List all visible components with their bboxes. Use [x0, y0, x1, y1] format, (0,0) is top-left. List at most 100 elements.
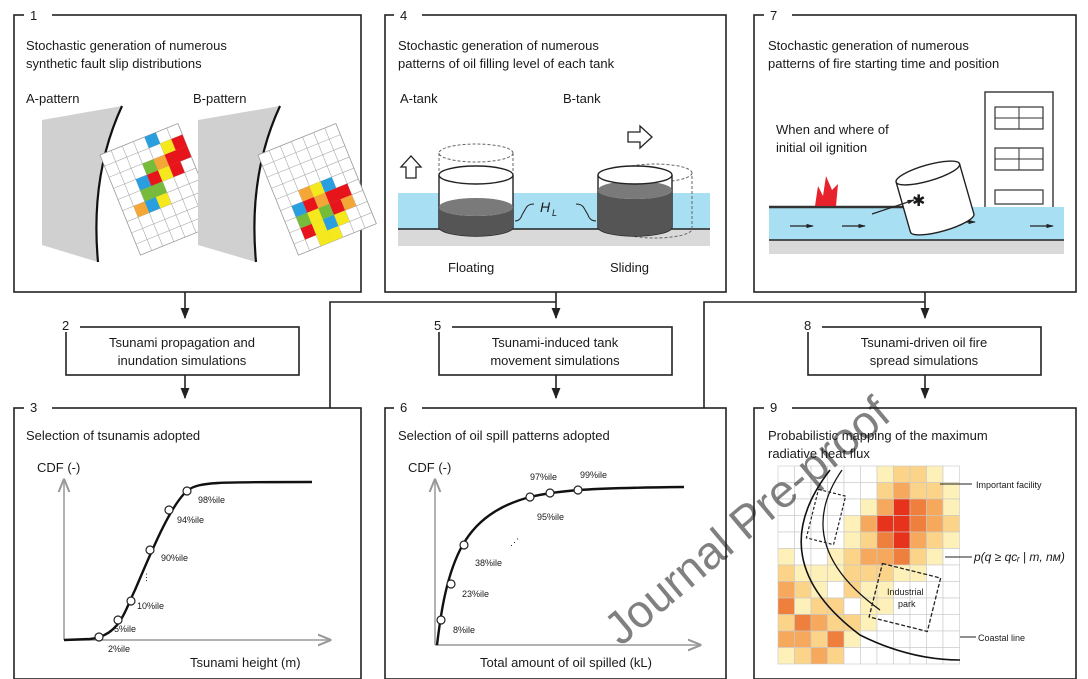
grid-cell: [777, 564, 795, 582]
grid-cell: [827, 548, 845, 566]
grid-cell: [926, 630, 944, 648]
grid-cell: [926, 597, 944, 615]
grid-cell: [827, 647, 845, 665]
svg-text:10%ile: 10%ile: [137, 601, 164, 611]
panel-number: 4: [400, 8, 407, 23]
label-b-pattern: B-pattern: [193, 91, 246, 106]
panel-3-tsunami-selection: 3 Selection of tsunamis adopted CDF (-) …: [13, 400, 362, 679]
ignition-note-line2: initial oil ignition: [776, 140, 867, 155]
up-arrow-icon: [399, 155, 423, 179]
y-axis-label: CDF (-): [408, 460, 451, 475]
svg-text:⋮: ⋮: [142, 572, 151, 582]
svg-text:98%ile: 98%ile: [198, 495, 225, 505]
grid-cell: [860, 498, 878, 516]
label-b-tank: B-tank: [563, 91, 601, 106]
grid-cell: [843, 482, 861, 500]
coastal-line: [800, 469, 961, 661]
ignition-note-line1: When and where of: [776, 122, 889, 137]
grid-cell: [777, 597, 795, 615]
svg-text:3: 3: [30, 400, 37, 415]
grid-cell: [942, 647, 960, 665]
fault-model-a: [42, 105, 219, 263]
panel-6-oil-spill-selection: 6 Selection of oil spill patterns adopte…: [384, 400, 727, 679]
grid-cell: [876, 498, 894, 516]
svg-text:2%ile: 2%ile: [108, 644, 130, 654]
panel-title-line1: Stochastic generation of numerous: [768, 38, 969, 53]
grid-cell: [893, 531, 911, 549]
grid-cell: [794, 581, 812, 599]
grid-cell: [810, 548, 828, 566]
caption-floating: Floating: [448, 260, 494, 275]
grid-cell: [794, 597, 812, 615]
hl-dimension: H L: [514, 199, 597, 222]
svg-text:⋰: ⋰: [510, 537, 519, 547]
svg-text:38%ile: 38%ile: [475, 558, 502, 568]
grid-cell: [942, 564, 960, 582]
ground-layer: [769, 240, 1064, 254]
svg-text:2: 2: [62, 318, 69, 333]
grid-cell: [942, 581, 960, 599]
grid-cell: [893, 498, 911, 516]
grid-cell: [827, 614, 845, 632]
grid-cell: [843, 548, 861, 566]
svg-text:H: H: [540, 199, 551, 215]
y-axis-label: CDF (-): [37, 460, 80, 475]
grid-cell: [926, 614, 944, 632]
grid-cell: [843, 564, 861, 582]
panel-title-line2: synthetic fault slip distributions: [26, 56, 202, 71]
facility-outline: [805, 488, 847, 546]
panel-number: 7: [770, 8, 777, 23]
grid-cell: [926, 531, 944, 549]
svg-text:Tsunami-driven oil fire: Tsunami-driven oil fire: [861, 335, 987, 350]
grid-cell: [876, 630, 894, 648]
grid-cell: [909, 465, 927, 483]
grid-cell: [893, 515, 911, 533]
grid-cell: [909, 498, 927, 516]
panel-7-fire-start: 7 Stochastic generation of numerous patt…: [753, 8, 1077, 293]
grid-cell: [777, 630, 795, 648]
svg-text:spread simulations: spread simulations: [870, 353, 979, 368]
grid-cell: [843, 647, 861, 665]
grid-cell: [777, 581, 795, 599]
svg-text:8: 8: [804, 318, 811, 333]
grid-cell: [926, 482, 944, 500]
svg-text:5%ile: 5%ile: [114, 624, 136, 634]
grid-cell: [942, 515, 960, 533]
grid-cell: [860, 515, 878, 533]
step-5-box: 5 Tsunami-induced tank movement simulati…: [428, 318, 673, 376]
grid-cell: [860, 564, 878, 582]
svg-text:Tsunami-induced tank: Tsunami-induced tank: [492, 335, 619, 350]
grid-cell: [926, 498, 944, 516]
panel-1-fault-slip: 1 Stochastic generation of numerous synt…: [13, 8, 377, 293]
svg-text:movement simulations: movement simulations: [490, 353, 620, 368]
grid-cell: [942, 630, 960, 648]
tank-b-sliding: [597, 124, 693, 239]
grid-cell: [909, 548, 927, 566]
grid-cell: [843, 597, 861, 615]
grid-cell: [893, 614, 911, 632]
grid-cell: [810, 614, 828, 632]
building: [984, 91, 1054, 213]
svg-text:94%ile: 94%ile: [177, 515, 204, 525]
grid-cell: [860, 531, 878, 549]
grid-cell: [876, 597, 894, 615]
grid-cell: [777, 531, 795, 549]
grid-cell: [909, 531, 927, 549]
panel-title-line2: radiative heat flux: [768, 446, 870, 461]
grid-cell: [827, 581, 845, 599]
svg-text:5: 5: [434, 318, 441, 333]
grid-cell: [794, 564, 812, 582]
flame-icon: [815, 176, 838, 206]
cdf-curve: [435, 485, 685, 646]
grid-cell: [843, 531, 861, 549]
svg-text:Tsunami propagation and: Tsunami propagation and: [109, 335, 255, 350]
industrial-park-outline: [868, 562, 942, 633]
grid-cell: [942, 614, 960, 632]
label-a-pattern: A-pattern: [26, 91, 79, 106]
grid-cell: [827, 597, 845, 615]
panel-title: Selection of oil spill patterns adopted: [398, 428, 610, 443]
grid-cell: [860, 465, 878, 483]
grid-cell: [942, 465, 960, 483]
panel-title-line1: Stochastic generation of numerous: [26, 38, 227, 53]
